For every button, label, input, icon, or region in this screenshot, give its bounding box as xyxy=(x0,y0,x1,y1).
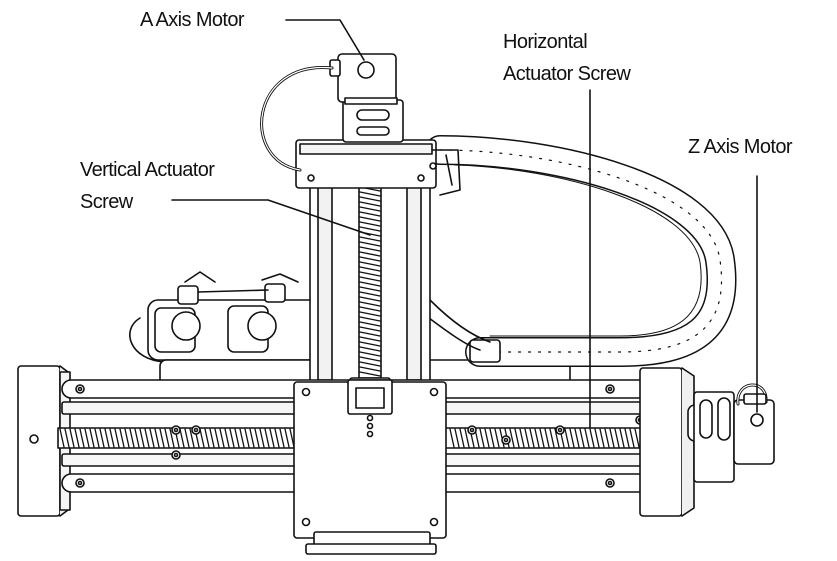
bolt-center xyxy=(77,480,83,486)
cable-chain xyxy=(424,135,737,367)
z-axis-motor xyxy=(733,383,775,465)
bolt-center xyxy=(469,427,475,433)
bolt-center xyxy=(607,480,613,486)
motor-mount xyxy=(295,99,461,196)
bolt-center xyxy=(557,427,563,433)
bolt-center xyxy=(503,437,509,443)
a-axis-motor xyxy=(260,53,398,172)
vertical-screw-label-line2: Screw xyxy=(80,191,133,213)
vertical-assembly xyxy=(309,169,431,414)
bolt-center xyxy=(173,427,179,433)
a-axis-motor-label: A Axis Motor xyxy=(140,9,245,31)
horizontal-screw-label-line1: Horizontal xyxy=(503,31,588,53)
carriage-plate xyxy=(293,379,447,555)
bolt-center xyxy=(77,386,83,392)
bolt-center xyxy=(607,386,613,392)
horizontal-screw-label-line2: Actuator Screw xyxy=(503,63,631,85)
pneumatic-cylinders xyxy=(129,271,319,363)
z-axis-motor-label: Z Axis Motor xyxy=(688,136,793,158)
leader-lines xyxy=(171,19,758,429)
right-end-block xyxy=(639,367,735,517)
bolt-center xyxy=(193,427,199,433)
bolt-center xyxy=(173,452,179,458)
vertical-screw-label-line1: Vertical Actuator xyxy=(80,159,215,181)
